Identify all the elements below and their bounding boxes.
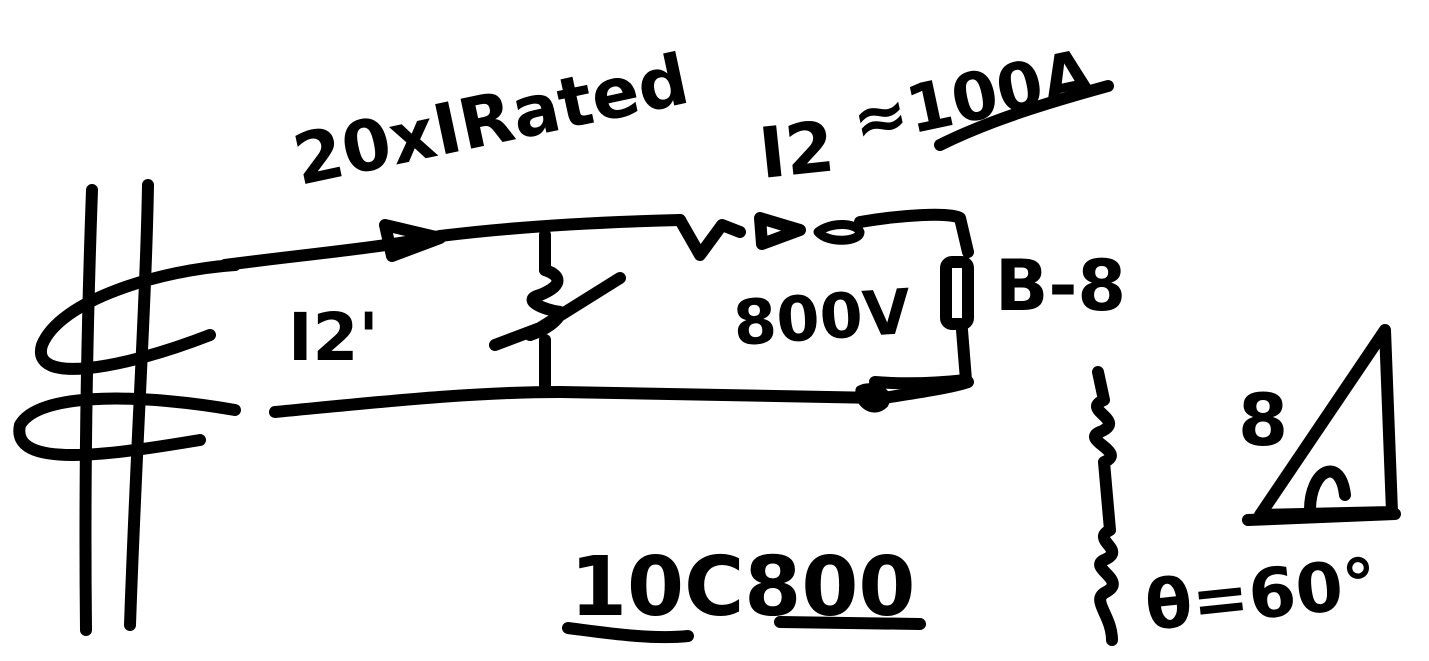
bottom-wire [269, 376, 974, 418]
approx-current-label: ≈100A [845, 35, 1100, 161]
primary-ref-label: I2' [288, 299, 379, 376]
rating-label: 20xIRated [286, 38, 695, 202]
triangle-side-label: 8 [1238, 378, 1288, 462]
primary-conductor [79, 179, 154, 636]
varistor-symbol [489, 229, 626, 391]
class-underlines [562, 616, 926, 644]
angle-label: θ=60° [1142, 544, 1381, 647]
ct-winding [13, 259, 241, 461]
triangle-diagram [1242, 324, 1401, 526]
zigzag-resistor [1089, 366, 1119, 646]
burden-label: B-8 [995, 245, 1126, 327]
current-underline [934, 80, 1114, 151]
top-wire [219, 208, 974, 271]
accuracy-class-label: 10C800 [570, 540, 915, 635]
secondary-current-label: I2 [755, 106, 838, 195]
voltage-label: 800V [731, 275, 913, 360]
